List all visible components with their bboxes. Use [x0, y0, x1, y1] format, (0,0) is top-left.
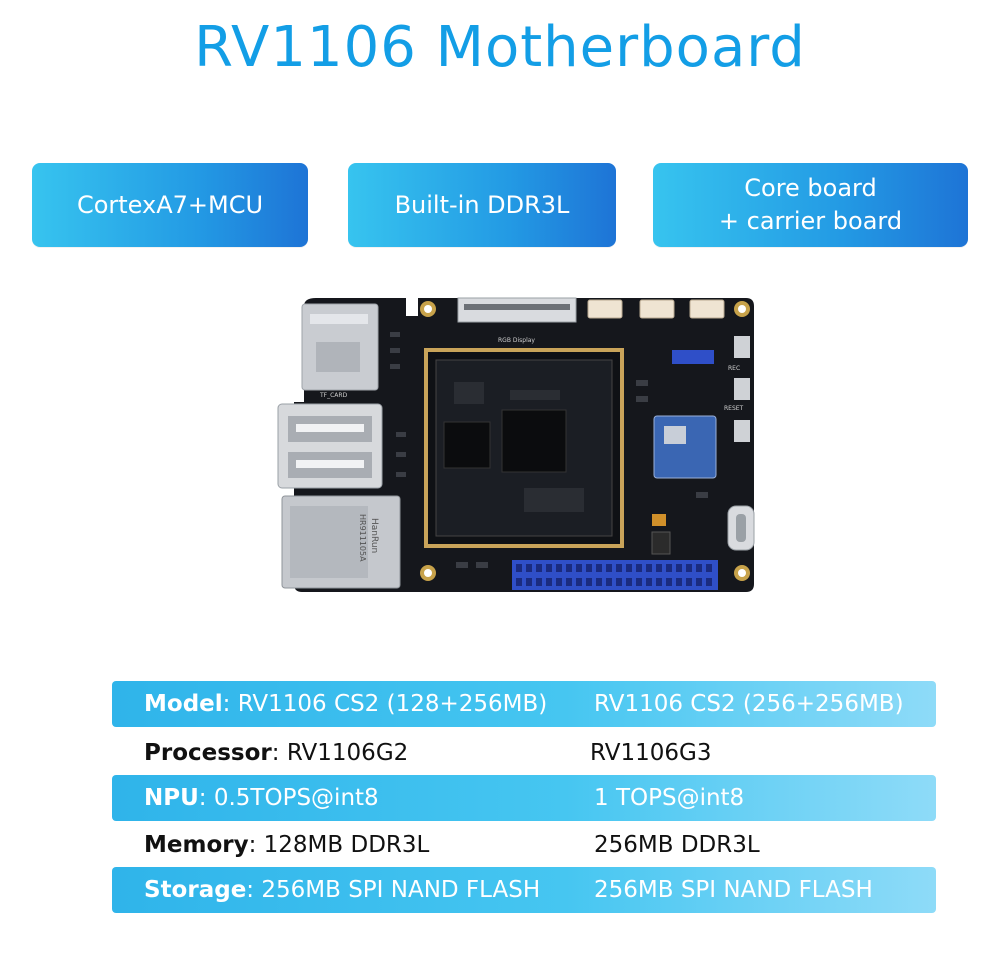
spec-row-memory: Memory: 128MB DDR3L 256MB DDR3L	[112, 822, 936, 868]
reset-label: RESET	[724, 405, 744, 412]
spec-row-npu: NPU: 0.5TOPS@int8 1 TOPS@int8	[112, 775, 936, 821]
jst-connector	[639, 299, 675, 319]
gpio-header	[512, 560, 718, 590]
tf-card-label: TF_CARD	[319, 392, 348, 399]
feature-chip-cpu: CortexA7+MCU	[32, 163, 308, 247]
soc-chip	[501, 409, 567, 473]
spec-row-storage: Storage: 256MB SPI NAND FLASH 256MB SPI …	[112, 867, 936, 913]
wifi-module	[653, 415, 717, 479]
ethernet-brand: HanRun	[369, 518, 379, 553]
inductor	[651, 531, 671, 555]
flash-chip	[443, 421, 491, 469]
spec-separator: :	[271, 740, 287, 766]
spec-value-b: 256MB SPI NAND FLASH	[594, 877, 873, 903]
spec-label: NPU	[144, 785, 199, 811]
spec-value-a: RV1106 CS2 (128+256MB)	[237, 691, 548, 717]
spec-label: Model	[144, 691, 223, 717]
spec-separator: :	[198, 785, 214, 811]
spec-row-model: Model: RV1106 CS2 (128+256MB) RV1106 CS2…	[112, 681, 936, 727]
spec-row-processor: Processor: RV1106G2 RV1106G3	[112, 730, 936, 776]
feature-chip-memory: Built-in DDR3L	[348, 163, 616, 247]
button	[734, 336, 750, 358]
board-illustration: TF_CARD HanRun HR911105A RGB Display	[277, 297, 755, 592]
ethernet-model: HR911105A	[358, 514, 367, 562]
spec-separator: :	[248, 832, 264, 858]
feature-chip-label-2: + carrier board	[718, 207, 903, 235]
motherboard-photo: TF_CARD HanRun HR911105A RGB Display	[276, 292, 756, 594]
jst-connector	[689, 299, 725, 319]
rgb-display-label: RGB Display	[498, 337, 535, 344]
spec-value-b: 256MB DDR3L	[594, 832, 760, 858]
spec-label: Storage	[144, 877, 247, 903]
feature-chip-label: Core board	[744, 174, 877, 202]
pin-header-small	[672, 350, 714, 364]
spec-label: Processor	[144, 740, 272, 766]
spec-separator: :	[222, 691, 238, 717]
jst-connector	[587, 299, 623, 319]
spec-value-b: RV1106 CS2 (256+256MB)	[594, 691, 904, 717]
spec-label: Memory	[144, 832, 249, 858]
spec-value-a: RV1106G2	[286, 740, 409, 766]
spec-value-a: 0.5TOPS@int8	[213, 785, 379, 811]
spec-value-a: 256MB SPI NAND FLASH	[261, 877, 541, 903]
spec-separator: :	[246, 877, 262, 903]
spec-value-b: RV1106G3	[590, 740, 712, 766]
page-title: RV1106 Motherboard	[194, 15, 806, 80]
feature-chip-label: Built-in DDR3L	[394, 190, 570, 219]
button	[734, 420, 750, 442]
rec-label: REC	[728, 365, 740, 372]
spec-value-a: 128MB DDR3L	[263, 832, 430, 858]
feature-chip-board: Core board + carrier board	[653, 163, 968, 247]
feature-chip-label: CortexA7+MCU	[76, 190, 264, 219]
spec-value-b: 1 TOPS@int8	[594, 785, 745, 811]
button	[734, 378, 750, 400]
